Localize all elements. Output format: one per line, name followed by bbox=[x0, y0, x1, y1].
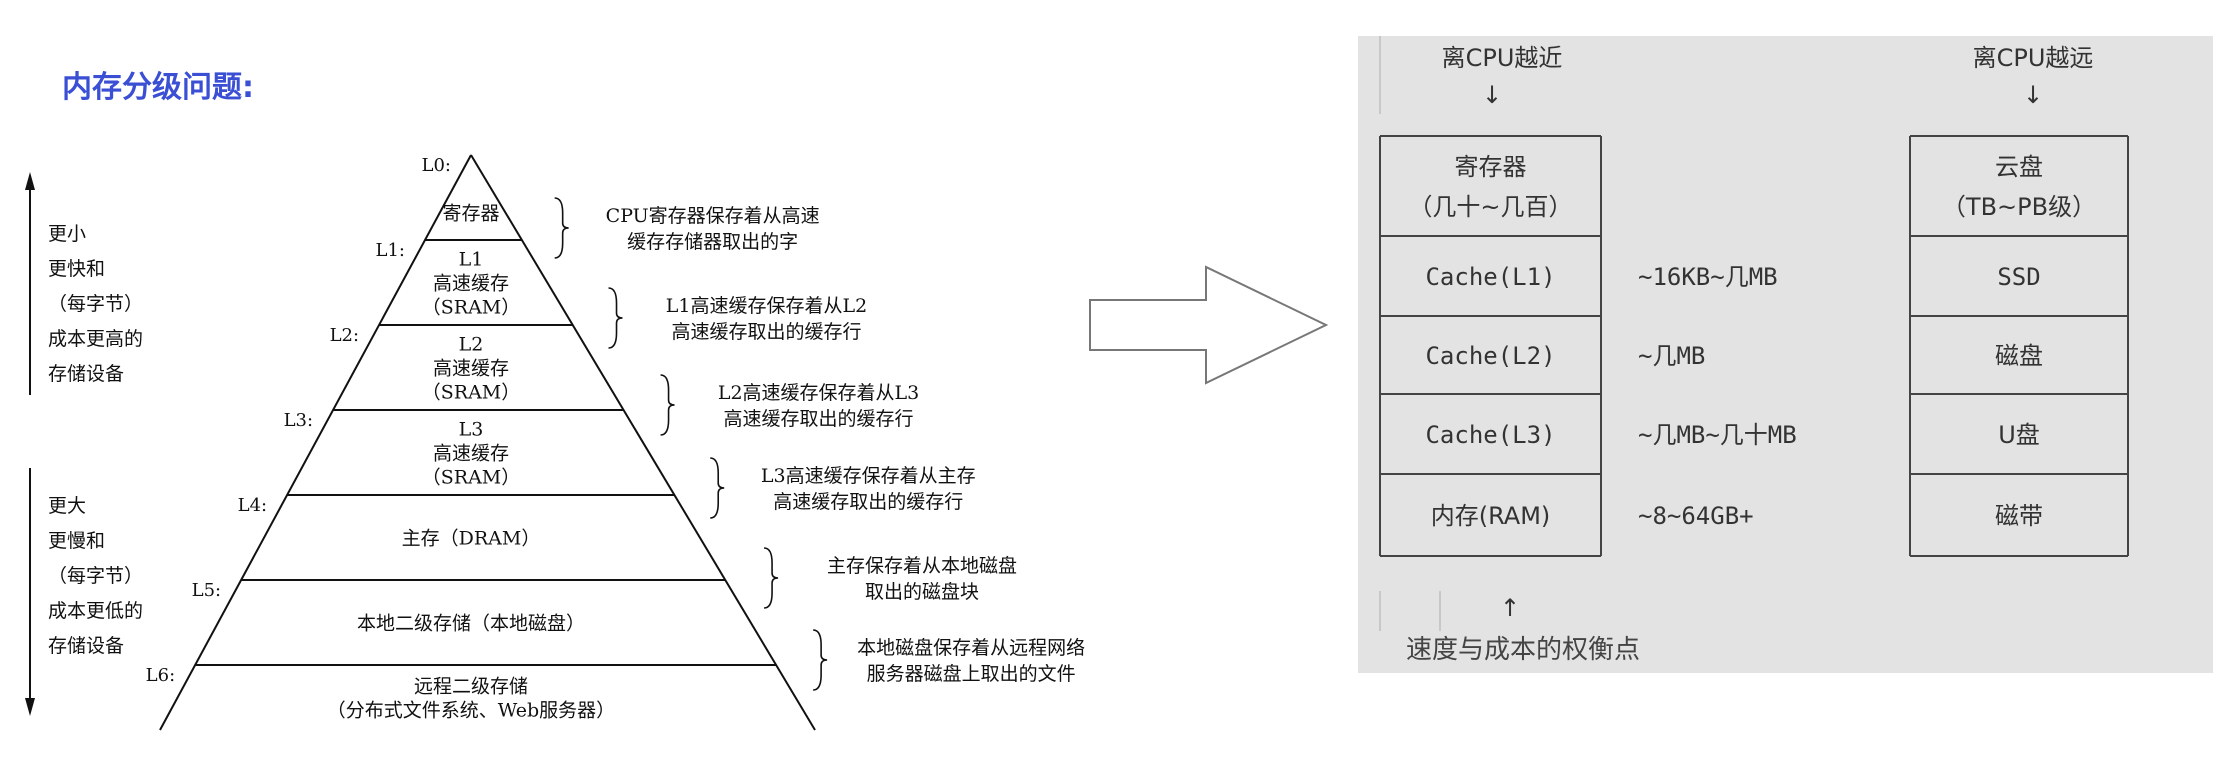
level-description-line: L3高速缓存保存着从主存 bbox=[761, 465, 976, 487]
page-title: 内存分级问题: bbox=[62, 70, 254, 105]
level-id: L6: bbox=[146, 665, 175, 686]
level-description-line: L1高速缓存保存着从L2 bbox=[666, 295, 867, 317]
level-id: L4: bbox=[238, 495, 267, 516]
side-label-line: 成本更高的 bbox=[48, 328, 143, 350]
capacity-label: ~8~64GB+ bbox=[1638, 502, 1754, 530]
side-label-line: 更慢和 bbox=[48, 530, 105, 552]
level-description-line: CPU寄存器保存着从高速 bbox=[606, 205, 820, 227]
side-label-line: 成本更低的 bbox=[48, 600, 143, 622]
level-content-line: 远程二级存储 bbox=[414, 676, 528, 698]
level-content-line: （分布式文件系统、Web服务器） bbox=[327, 700, 615, 722]
box-text: Cache(L3) bbox=[1425, 421, 1555, 449]
box-text: （几十~几百） bbox=[1408, 193, 1572, 221]
level-id: L3: bbox=[284, 410, 313, 431]
box-text: Cache(L2) bbox=[1425, 342, 1555, 370]
side-arrow-up bbox=[25, 172, 35, 395]
brace-icon bbox=[710, 457, 725, 519]
level-content-line: 主存（DRAM） bbox=[402, 528, 541, 550]
level-content-line: L2 bbox=[459, 334, 484, 356]
level-content-line: L1 bbox=[459, 249, 484, 271]
level-id: L0: bbox=[422, 155, 451, 176]
level-description-line: 主存保存着从本地磁盘 bbox=[827, 555, 1017, 577]
level-content-line: 高速缓存 bbox=[433, 358, 509, 380]
box-text: 云盘 bbox=[1995, 153, 2043, 181]
level-description-line: 缓存存储器取出的字 bbox=[627, 231, 798, 253]
pyramid-level: L6: 远程二级存储（分布式文件系统、Web服务器） bbox=[146, 665, 616, 722]
capacity-label: ~16KB~几MB bbox=[1638, 263, 1778, 291]
big-arrow-icon bbox=[1089, 265, 1329, 385]
pyramid-level: L1: L1高速缓存（SRAM） L1高速缓存保存着从L2 高速缓存取出的缓存行 bbox=[376, 240, 867, 349]
level-content-line: （SRAM） bbox=[422, 467, 521, 489]
tradeoff-label: 速度与成本的权衡点 bbox=[1406, 635, 1640, 665]
storage-tier-box: 磁盘 bbox=[1909, 315, 2129, 394]
level-content-line: 寄存器 bbox=[442, 203, 499, 225]
side-label-line: 更大 bbox=[48, 495, 86, 517]
pyramid-level: L2: L2高速缓存（SRAM） L2高速缓存保存着从L3 高速缓存取出的缓存行 bbox=[330, 325, 919, 436]
side-arrow-down bbox=[25, 468, 35, 716]
side-label-line: 存储设备 bbox=[48, 363, 124, 385]
level-content-line: （SRAM） bbox=[422, 297, 521, 319]
level-description-line: 高速缓存取出的缓存行 bbox=[672, 321, 862, 343]
brace-icon bbox=[554, 197, 569, 259]
level-description-line: 服务器磁盘上取出的文件 bbox=[867, 663, 1076, 685]
level-content-line: 本地二级存储（本地磁盘） bbox=[357, 613, 585, 635]
box-text: 寄存器 bbox=[1455, 153, 1527, 181]
box-text: （TB~PB级） bbox=[1942, 193, 2096, 221]
near-cpu-label: 离CPU越近 bbox=[1442, 44, 1563, 72]
level-content-line: （SRAM） bbox=[422, 382, 521, 404]
arrow-down-far-icon: ↓ bbox=[2023, 81, 2043, 109]
box-text: SSD bbox=[1997, 263, 2040, 291]
level-content-line: 高速缓存 bbox=[433, 273, 509, 295]
box-text: 磁盘 bbox=[1995, 342, 2043, 370]
brace-icon bbox=[660, 374, 675, 436]
capacity-label: ~几MB~几十MB bbox=[1638, 421, 1797, 449]
memory-tier-box: Cache(L1) bbox=[1379, 235, 1602, 316]
box-text: 磁带 bbox=[1995, 502, 2043, 530]
memory-tier-box: Cache(L3) bbox=[1379, 393, 1602, 474]
memory-tier-box: 寄存器 （几十~几百） bbox=[1379, 135, 1602, 236]
arrow-up-icon: ↑ bbox=[1500, 594, 1520, 622]
storage-tier-panel: 离CPU越近 离CPU越远 ↓ ↓ ↑ 速度与成本的权衡点 寄存器 （几十~几百）… bbox=[1358, 36, 2213, 673]
box-text: U盘 bbox=[1998, 421, 2040, 449]
level-content-line: L3 bbox=[459, 419, 484, 441]
side-label-line: 更快和 bbox=[48, 258, 105, 280]
level-description-line: L2高速缓存保存着从L3 bbox=[718, 382, 919, 404]
level-description-line: 高速缓存取出的缓存行 bbox=[724, 408, 914, 430]
side-label-line: （每字节） bbox=[48, 565, 143, 587]
brace-icon bbox=[763, 547, 779, 609]
level-description-line: 本地磁盘保存着从远程网络 bbox=[857, 637, 1085, 659]
brace-icon bbox=[813, 629, 828, 691]
level-id: L5: bbox=[192, 580, 221, 601]
level-description-line: 取出的磁盘块 bbox=[865, 581, 979, 603]
arrow-down-near-icon: ↓ bbox=[1482, 81, 1502, 109]
storage-tier-box: U盘 bbox=[1909, 393, 2129, 474]
level-description-line: 高速缓存取出的缓存行 bbox=[773, 491, 963, 513]
box-text: 内存(RAM) bbox=[1431, 502, 1551, 530]
storage-tier-box: 云盘 （TB~PB级） bbox=[1909, 135, 2129, 236]
side-label-line: 存储设备 bbox=[48, 635, 124, 657]
capacity-label: ~几MB bbox=[1638, 342, 1705, 370]
brace-icon bbox=[608, 287, 623, 349]
level-content-line: 高速缓存 bbox=[433, 443, 509, 465]
storage-tier-box: 磁带 bbox=[1909, 473, 2129, 557]
far-cpu-label: 离CPU越远 bbox=[1973, 44, 2094, 72]
side-label-line: （每字节） bbox=[48, 293, 143, 315]
storage-tier-box: SSD bbox=[1909, 235, 2129, 316]
box-text: Cache(L1) bbox=[1425, 263, 1555, 291]
memory-tier-box: 内存(RAM) bbox=[1379, 473, 1602, 557]
level-id: L1: bbox=[376, 240, 405, 261]
level-id: L2: bbox=[330, 325, 359, 346]
pyramid-outline bbox=[159, 154, 816, 731]
side-label-line: 更小 bbox=[48, 223, 86, 245]
memory-tier-box: Cache(L2) bbox=[1379, 315, 1602, 394]
